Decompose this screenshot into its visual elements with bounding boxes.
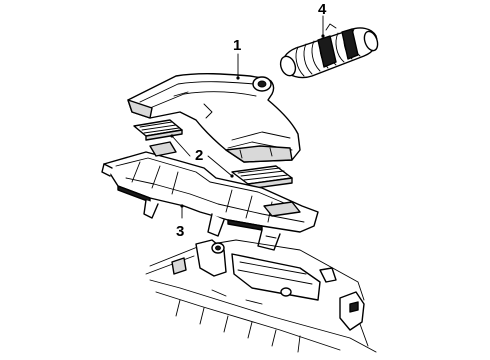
leader-line-2a [171,135,191,157]
callout-4: 4 [318,1,327,18]
leader-line-2b [207,155,233,177]
air-filter-left [133,119,183,141]
callout-2: 2 [195,147,203,164]
engine-support-structure [145,239,377,353]
leader-lines [170,15,325,219]
callout-1: 1 [233,37,241,54]
callout-3: 3 [176,223,184,240]
air-filter-right [231,165,293,190]
air-cleaner-housing [101,141,319,251]
intake-hose [279,23,379,79]
air-duct [127,72,301,163]
